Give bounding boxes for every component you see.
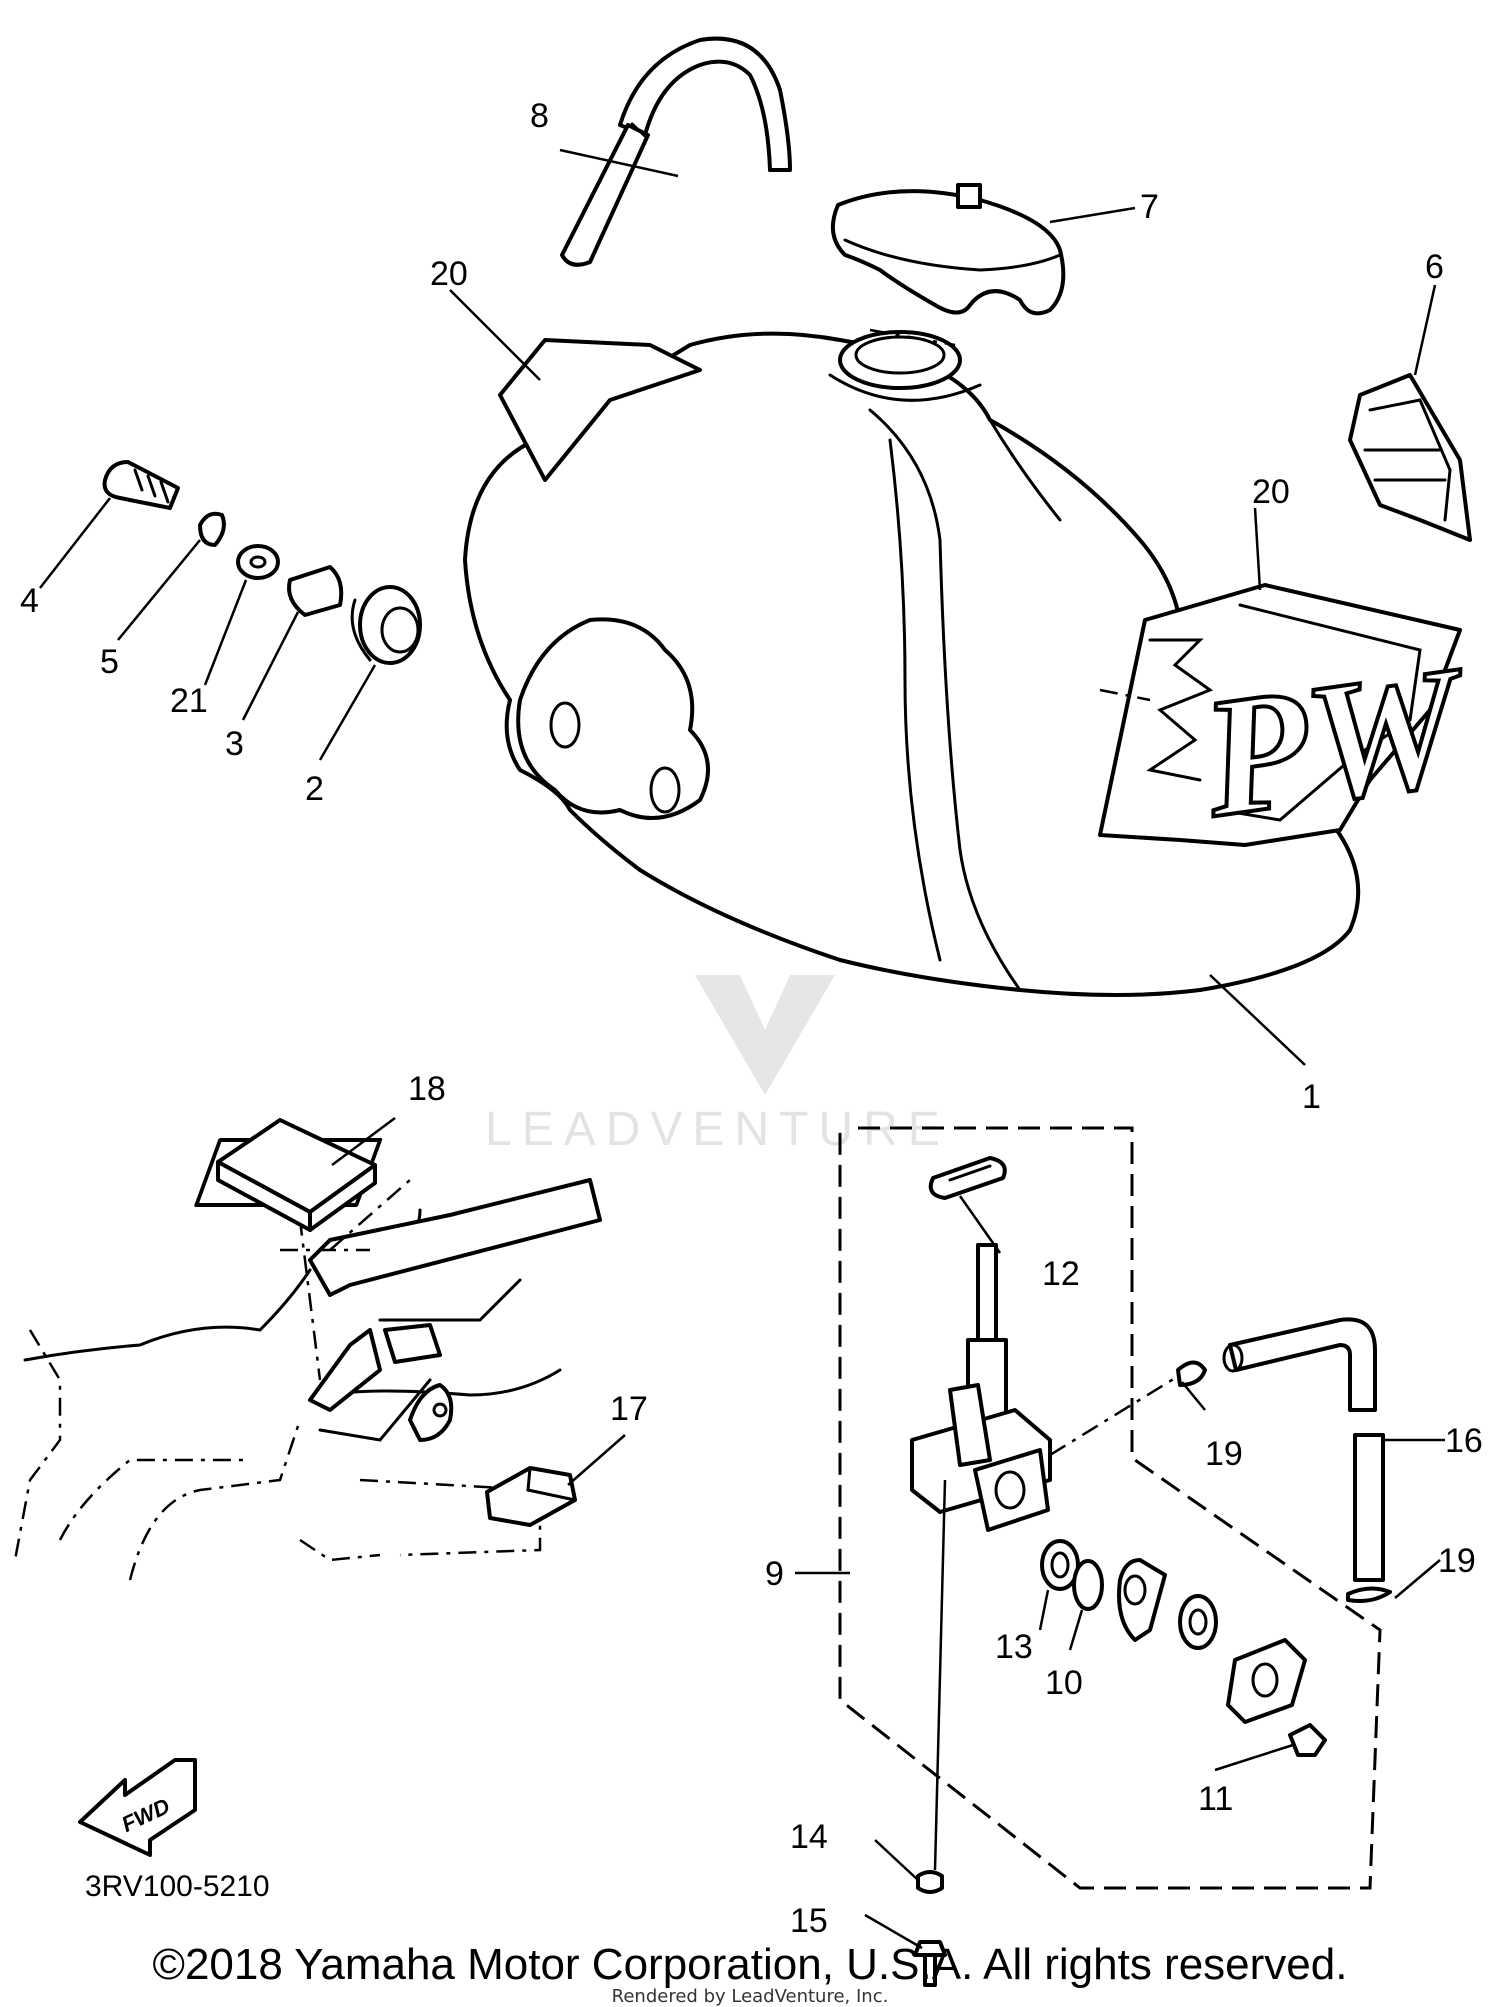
callout-16: 16 <box>1445 1422 1483 1460</box>
callout-7: 7 <box>1140 188 1159 226</box>
callout-4: 4 <box>20 582 39 620</box>
callout-13: 13 <box>995 1628 1033 1666</box>
clip-19a <box>1176 1360 1207 1387</box>
pw-emblem: PW <box>1098 583 1484 855</box>
callout-21: 21 <box>170 682 208 720</box>
damper-18 <box>216 1118 377 1232</box>
callout-1: 1 <box>1302 1078 1321 1116</box>
callout-18: 18 <box>408 1070 446 1108</box>
leader-lines <box>39 148 1445 1950</box>
rendered-by-notice: Rendered by LeadVenture, Inc. <box>611 1986 889 2007</box>
callout-12: 12 <box>1042 1255 1080 1293</box>
side-cover <box>498 338 702 482</box>
decal-text: PW <box>1191 630 1481 853</box>
diagram-code: 3RV100-5210 <box>85 1870 270 1903</box>
fuel-cock-assembly <box>838 1126 1382 1987</box>
callout-19a: 19 <box>1205 1435 1243 1473</box>
fwd-arrow: FWD <box>78 1758 197 1857</box>
callout-8: 8 <box>530 97 549 135</box>
callout-2: 2 <box>305 770 324 808</box>
callout-11: 11 <box>1198 1780 1233 1818</box>
fuel-cap <box>830 183 1066 316</box>
callout-labels: 1 2 3 4 5 6 7 8 9 10 11 12 13 14 15 16 1… <box>20 97 1483 1940</box>
decal-6 <box>1348 373 1472 542</box>
copyright-notice: ©2018 Yamaha Motor Corporation, U.S.A. A… <box>152 1940 1348 1989</box>
callout-9: 9 <box>765 1555 784 1593</box>
callout-15: 15 <box>790 1902 828 1940</box>
callout-20a: 20 <box>430 255 468 293</box>
clip-19b <box>1346 1586 1392 1603</box>
breather-hose <box>560 36 792 267</box>
watermark-text: LEADVENTURE <box>485 1103 950 1156</box>
callout-10: 10 <box>1045 1664 1083 1702</box>
callout-19b: 19 <box>1438 1542 1476 1580</box>
callout-5: 5 <box>100 643 119 681</box>
callout-6: 6 <box>1425 248 1444 286</box>
fuel-hose <box>1222 1317 1385 1582</box>
mount-hardware <box>102 460 422 665</box>
callout-3: 3 <box>225 725 244 763</box>
callout-17: 17 <box>610 1390 648 1428</box>
callout-14: 14 <box>790 1818 828 1856</box>
damper-17 <box>485 1466 577 1527</box>
callout-20b: 20 <box>1252 473 1290 511</box>
